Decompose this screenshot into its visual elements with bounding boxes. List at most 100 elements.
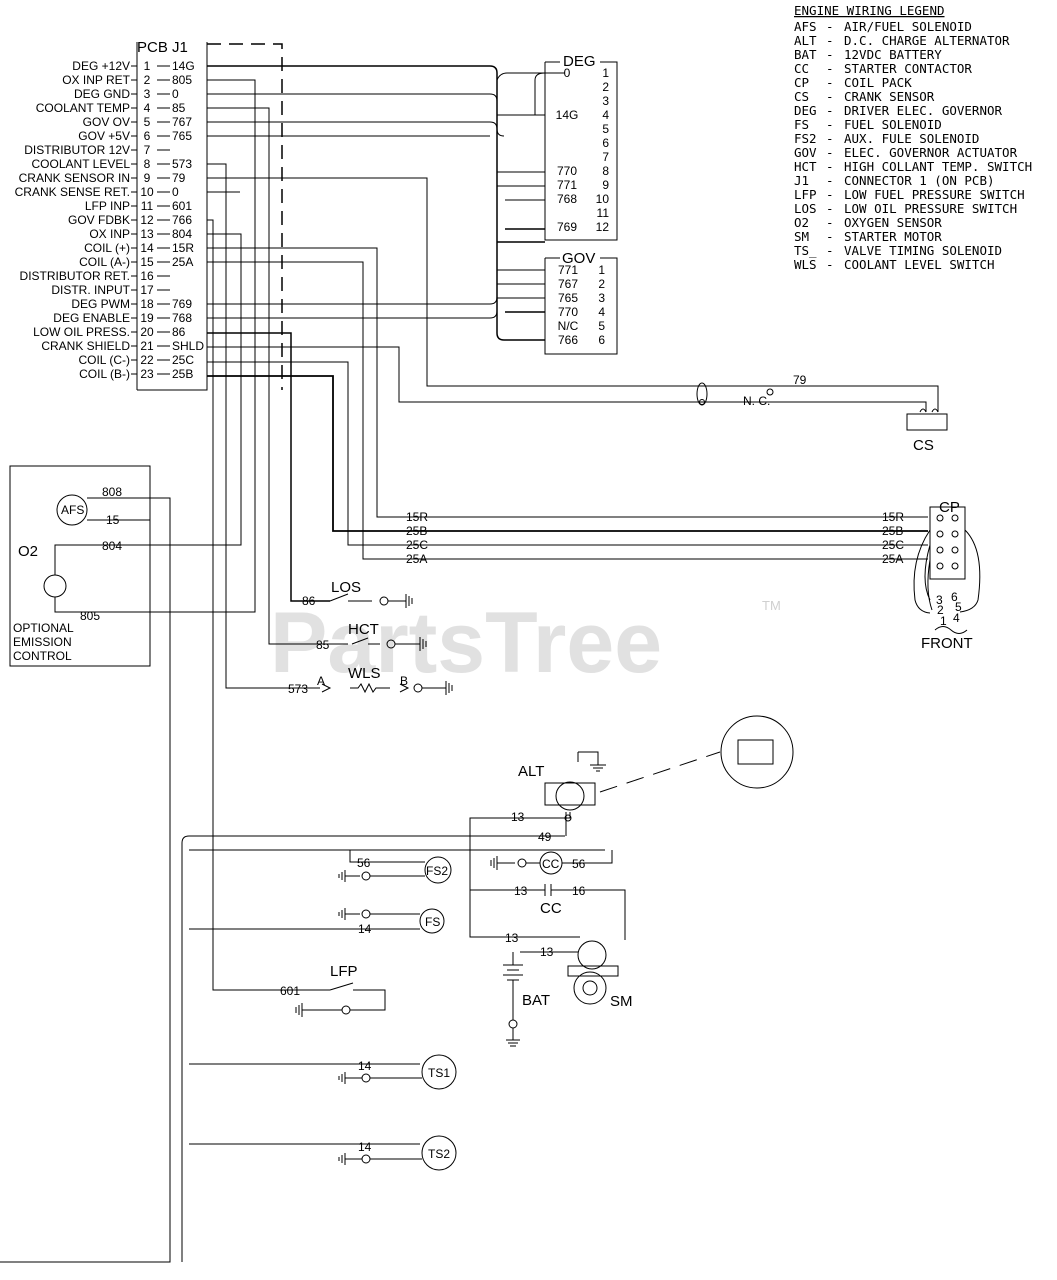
gov-wire-number: 771 [558,263,578,277]
legend-desc-los: LOW OIL PRESSURE SWITCH [844,201,1017,216]
pcb-pin-number: 21 [140,339,154,353]
wls-label: WLS [348,665,381,682]
pcb-wire-number: 25A [172,255,193,269]
legend-dash: - [826,257,834,272]
pcb-pin-label: DEG ENABLE [53,311,130,325]
pcb-pin-label: COIL (+) [84,241,130,255]
pcb-title: PCB J1 [137,39,188,56]
pcb-wire-number: 767 [172,115,192,129]
wls-b: B [400,674,408,688]
pcb-wire-number: 601 [172,199,192,213]
pcb-pin-number: 13 [140,227,154,241]
legend-dash: - [826,19,834,34]
pcb-pin-number: 17 [140,283,154,297]
wire-49: 49 [538,830,552,844]
pcb-pin-number: 4 [144,101,151,115]
wire-56-cc: 56 [572,857,586,871]
pcb-pin-number: 2 [144,73,151,87]
pcb-pin-number: 14 [140,241,154,255]
cp-wire-right: 15R [882,510,904,524]
legend-code-cp: CP [794,75,809,90]
wire-15: 15 [106,513,120,527]
pcb-pin-label: LFP INP [85,199,130,213]
pcb-pin-label: GOV +5V [78,129,130,143]
cc-label: CC [540,900,562,917]
pcb-pin-label: DISTRIBUTOR 12V [24,143,130,157]
legend-dash: - [826,145,834,160]
legend-code-ts_: TS_ [794,243,817,258]
deg-pin-number: 1 [602,66,609,80]
pcb-pin-label: DEG GND [74,87,130,101]
pcb-wire-number: 804 [172,227,192,241]
pcb-wire-number: 765 [172,129,192,143]
legend-code-gov: GOV [794,145,817,160]
cp-wire-left: 25B [406,524,427,538]
gov-pin-number: 4 [598,305,605,319]
pcb-pin-label: OX INP [89,227,130,241]
wire-13-cc: 13 [514,884,528,898]
gov-wire-number: 765 [558,291,578,305]
deg-wire-number: 769 [557,220,577,234]
pcb-pin-label: DISTR. INPUT [51,283,130,297]
sensor-switches [207,107,453,695]
pcb-pin-label: CRANK SENSE RET. [15,185,130,199]
legend-desc-wls: COOLANT LEVEL SWITCH [844,257,995,272]
cp-wire-right: 25C [882,538,904,552]
wire-56-fs2: 56 [357,856,371,870]
legend-desc-fs: FUEL SOLENOID [844,117,942,132]
wire-573: 573 [288,682,308,696]
legend-dash: - [826,117,834,132]
legend-dash: - [826,215,834,230]
legend-code-alt: ALT [794,33,817,48]
pcb-pin-number: 3 [144,87,151,101]
cs-label: CS [913,437,934,454]
cp-wire-right: 25B [882,524,903,538]
pcb-pin-label: GOV FDBK [68,213,130,227]
legend-desc-afs: AIR/FUEL SOLENOID [844,19,972,34]
pcb-wire-number: 79 [172,171,186,185]
legend-desc-alt: D.C. CHARGE ALTERNATOR [844,33,1010,48]
pcb-pin-label: CRANK SENSOR IN [19,171,130,185]
wire-85: 85 [316,638,330,652]
pcb-pin-number: 9 [144,171,151,185]
sm-label: SM [610,993,633,1010]
legend-code-lfp: LFP [794,187,817,202]
legend-dash: - [826,187,834,202]
deg-pin-number: 9 [602,178,609,192]
pcb-pin-label: DEG PWM [71,297,130,311]
ts1-label: TS1 [428,1066,450,1080]
legend-code-cs: CS [794,89,809,104]
pcb-pin-number: 6 [144,129,151,143]
pcb-pin-label: COOLANT LEVEL [32,157,131,171]
pcb-pin-label: COIL (A-) [79,255,130,269]
los-label: LOS [331,579,361,596]
bat-label: BAT [522,992,550,1009]
cp-front-label: FRONT [921,635,973,652]
pcb-wire-number: 14G [172,59,195,73]
legend-desc-sm: STARTER MOTOR [844,229,942,244]
legend-dash: - [826,61,834,76]
legend-desc-cp: COIL PACK [844,75,912,90]
deg-wire-number: 768 [557,192,577,206]
deg-wire-number: 0 [564,66,571,80]
lower-section-wiring [181,219,794,1262]
wls-a: A [317,674,325,688]
legend-desc-j1: CONNECTOR 1 (ON PCB) [844,173,995,188]
pcb-pin-number: 1 [144,59,151,73]
cc-symbol-label: CC [542,857,560,871]
cp-wire-right: 25A [882,552,903,566]
legend-dash: - [826,47,834,62]
pcb-pin-label: DEG +12V [72,59,130,73]
pcb-wire-number: 768 [172,311,192,325]
pcb-wire-number: 0 [172,185,179,199]
legend-code-bat: BAT [794,47,817,62]
wire-805: 805 [80,609,100,623]
cp-label: CP [939,499,960,516]
legend-code-o2: O2 [794,215,809,230]
legend-desc-fs2: AUX. FULE SOLENOID [844,131,979,146]
deg-pin-number: 5 [602,122,609,136]
legend-dash: - [826,229,834,244]
legend-desc-lfp: LOW FUEL PRESSURE SWITCH [844,187,1025,202]
